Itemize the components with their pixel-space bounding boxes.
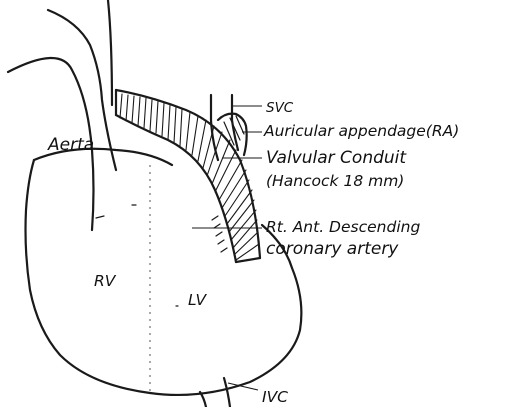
surface-marks bbox=[96, 205, 178, 306]
aorta-right-wall bbox=[108, 0, 112, 105]
suture-marks bbox=[212, 216, 227, 252]
svc-label: SVC bbox=[266, 100, 294, 116]
conduit-hatching bbox=[120, 94, 259, 260]
ivc-label: IVC bbox=[262, 388, 288, 406]
ivc-vessel-right bbox=[224, 378, 230, 407]
conduit-end-cap bbox=[236, 258, 260, 262]
conduit-inner-edge bbox=[116, 115, 236, 262]
rv-label: RV bbox=[94, 272, 117, 290]
heart-outline bbox=[26, 160, 302, 395]
valvular-label-line2: (Hancock 18 mm) bbox=[266, 172, 404, 190]
rt-ant-label-line1: Rt. Ant. Descending bbox=[266, 218, 420, 236]
auricular-label: Auricular appendage(RA) bbox=[263, 122, 459, 140]
valvular-label-line1: Valvular Conduit bbox=[266, 148, 407, 168]
aorta-label: Aerta bbox=[47, 135, 94, 155]
rt-ant-label-line2: coronary artery bbox=[266, 239, 399, 259]
lv-label: LV bbox=[188, 291, 208, 309]
